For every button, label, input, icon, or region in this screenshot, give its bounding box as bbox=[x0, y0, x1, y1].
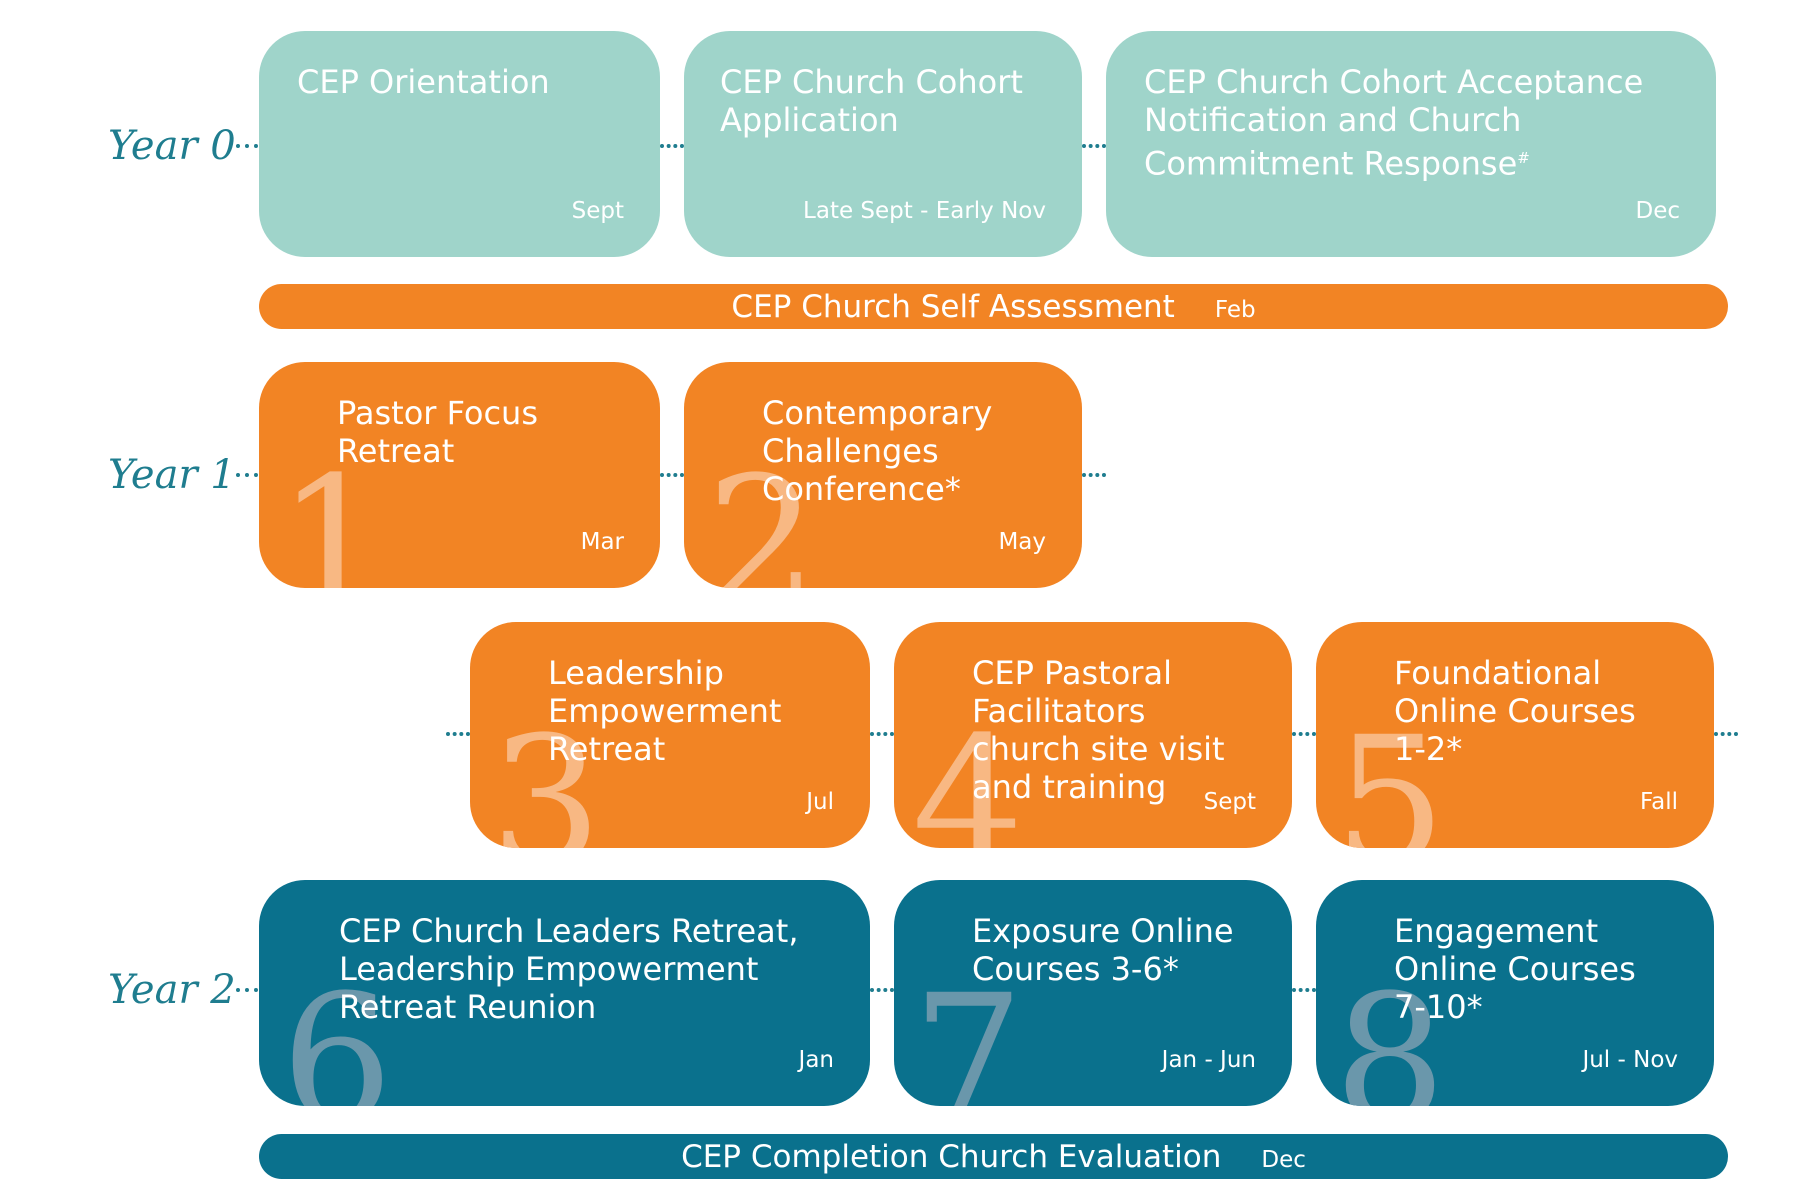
step-title: Engagement Online Courses 7-10* bbox=[1394, 912, 1636, 1026]
connector-step4-step5 bbox=[1292, 732, 1316, 736]
step-cohort-application: CEP Church Cohort Application Late Sept … bbox=[684, 31, 1082, 257]
year-label-2: Year 2 bbox=[108, 967, 236, 1013]
step-date: Jul - Nov bbox=[1582, 1047, 1678, 1073]
step-number: 4 bbox=[912, 699, 1024, 849]
step-title: CEP Pastoral Facilitators church site vi… bbox=[972, 654, 1225, 806]
hash-mark: # bbox=[1517, 149, 1530, 167]
step-1-pastor-focus-retreat: 1 Pastor Focus Retreat Mar bbox=[259, 362, 660, 588]
connector-2-3 bbox=[1082, 144, 1106, 148]
step-title: Pastor Focus Retreat bbox=[337, 394, 538, 470]
connector-step2-next bbox=[1082, 473, 1106, 477]
step-date: Sept bbox=[571, 198, 624, 224]
bar-title: CEP Completion Church Evaluation bbox=[681, 1138, 1222, 1175]
step-date: Dec bbox=[1635, 198, 1680, 224]
step-number: 6 bbox=[281, 957, 393, 1107]
connector-row3-start bbox=[446, 732, 470, 736]
step-2-contemporary-challenges: 2 Contemporary Challenges Conference* Ma… bbox=[684, 362, 1082, 588]
bar-date: Dec bbox=[1261, 1146, 1306, 1173]
step-number: 5 bbox=[1334, 699, 1446, 849]
connector-step7-step8 bbox=[1292, 988, 1316, 992]
step-number: 1 bbox=[277, 439, 389, 589]
step-title: CEP Church Leaders Retreat, Leadership E… bbox=[339, 912, 799, 1026]
connector-year0-start bbox=[236, 144, 258, 148]
connector-year1-start bbox=[236, 473, 258, 477]
step-date: Jan - Jun bbox=[1161, 1047, 1256, 1073]
step-title: Contemporary Challenges Conference* bbox=[762, 394, 993, 508]
step-4-pastoral-facilitators: 4 CEP Pastoral Facilitators church site … bbox=[894, 622, 1292, 848]
step-6-church-leaders-retreat: 6 CEP Church Leaders Retreat, Leadership… bbox=[259, 880, 870, 1106]
step-cohort-acceptance: CEP Church Cohort Acceptance Notificatio… bbox=[1106, 31, 1716, 257]
step-title-text: CEP Church Cohort Acceptance Notificatio… bbox=[1144, 63, 1644, 183]
connector-step3-step4 bbox=[870, 732, 894, 736]
step-7-exposure-courses: 7 Exposure Online Courses 3-6* Jan - Jun bbox=[894, 880, 1292, 1106]
step-date: Late Sept - Early Nov bbox=[803, 198, 1046, 224]
step-title: CEP Orientation bbox=[297, 63, 550, 101]
year-label-0: Year 0 bbox=[108, 123, 236, 169]
bar-completion-evaluation: CEP Completion Church Evaluation Dec bbox=[259, 1134, 1728, 1179]
connector-step6-step7 bbox=[870, 988, 894, 992]
step-date: Jan bbox=[798, 1047, 834, 1073]
step-date: Mar bbox=[580, 529, 624, 555]
connector-step5-next bbox=[1714, 732, 1738, 736]
step-title: Foundational Online Courses 1-2* bbox=[1394, 654, 1636, 768]
connector-year2-start bbox=[236, 988, 258, 992]
step-5-foundational-courses: 5 Foundational Online Courses 1-2* Fall bbox=[1316, 622, 1714, 848]
connector-step1-step2 bbox=[660, 473, 684, 477]
bar-self-assessment: CEP Church Self Assessment Feb bbox=[259, 284, 1728, 329]
year-label-1: Year 1 bbox=[108, 452, 236, 498]
step-title: Exposure Online Courses 3-6* bbox=[972, 912, 1234, 988]
step-title: CEP Church Cohort Application bbox=[720, 63, 1023, 139]
step-title: Leadership Empowerment Retreat bbox=[548, 654, 782, 768]
step-number: 8 bbox=[1334, 957, 1446, 1107]
bar-date: Feb bbox=[1214, 296, 1256, 323]
connector-1-2 bbox=[660, 144, 684, 148]
step-number: 3 bbox=[490, 699, 602, 849]
step-date: May bbox=[998, 529, 1046, 555]
step-3-leadership-empowerment: 3 Leadership Empowerment Retreat Jul bbox=[470, 622, 870, 848]
step-8-engagement-courses: 8 Engagement Online Courses 7-10* Jul - … bbox=[1316, 880, 1714, 1106]
step-date: Jul bbox=[806, 789, 834, 815]
bar-title: CEP Church Self Assessment bbox=[731, 288, 1175, 325]
step-number: 7 bbox=[912, 957, 1024, 1107]
step-title: CEP Church Cohort Acceptance Notificatio… bbox=[1144, 63, 1643, 183]
step-date: Sept bbox=[1203, 789, 1256, 815]
step-cep-orientation: CEP Orientation Sept bbox=[259, 31, 660, 257]
step-number: 2 bbox=[706, 439, 818, 589]
step-date: Fall bbox=[1640, 789, 1678, 815]
